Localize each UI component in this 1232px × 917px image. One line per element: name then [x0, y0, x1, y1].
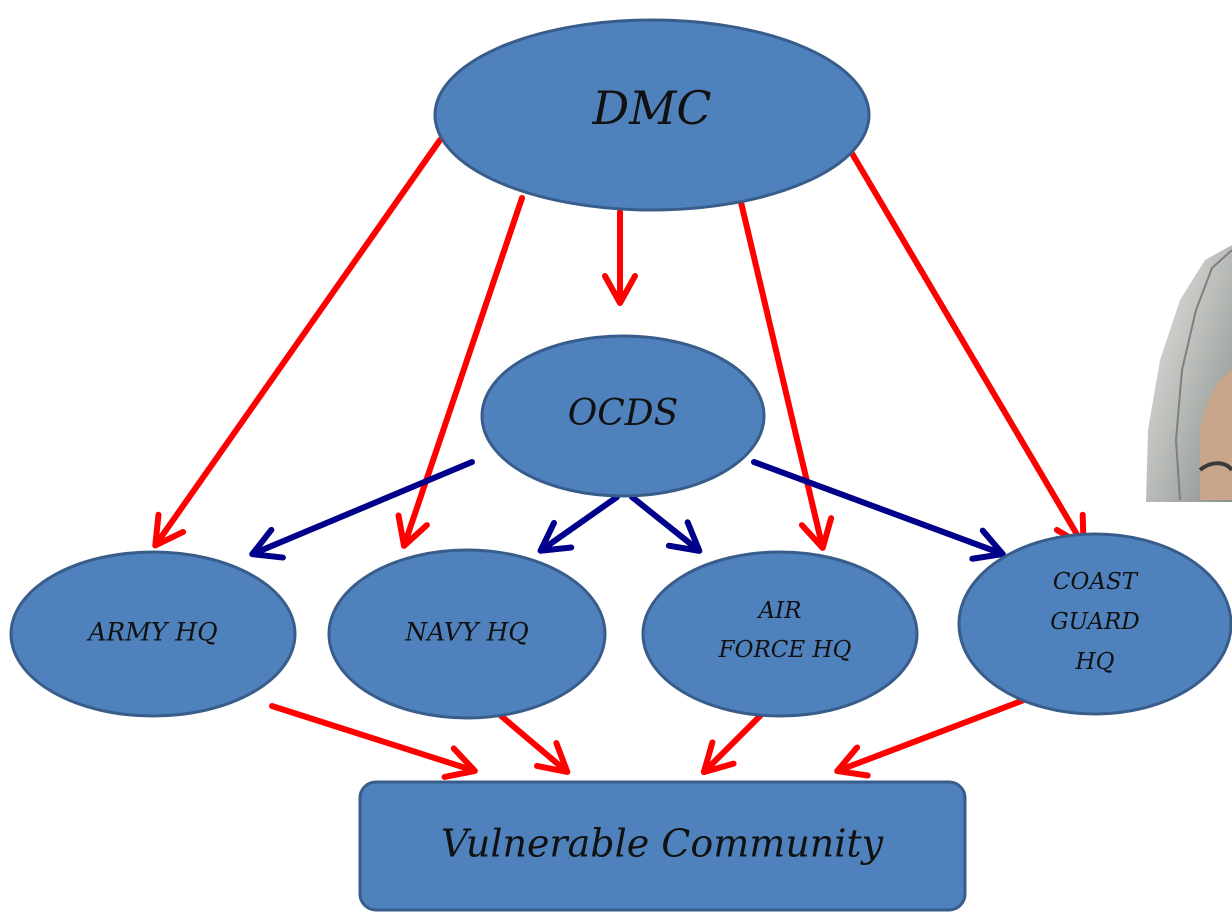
- node-vulnerable-community: Vulnerable Community: [358, 780, 967, 912]
- arrow-airforce-to-community: [700, 711, 765, 776]
- arrow-dmc-to-navy: [395, 195, 525, 549]
- node-airforce-label-line1: AIR: [756, 598, 801, 624]
- node-coast-guard-hq: COAST GUARD HQ: [957, 532, 1232, 716]
- node-community-label: Vulnerable Community: [441, 822, 884, 866]
- node-coastguard-label-line3: HQ: [1075, 649, 1115, 675]
- arrow-ocds-to-army: [249, 459, 475, 561]
- node-ocds-label: OCDS: [568, 393, 679, 434]
- arrow-ocds-to-coastguard: [751, 459, 1006, 562]
- cropped-photo: [1146, 245, 1232, 502]
- node-navy-label: NAVY HQ: [404, 618, 529, 647]
- arrow-dmc-to-coastguard: [847, 147, 1087, 549]
- arrow-army-to-community: [269, 703, 478, 780]
- node-navy-hq: NAVY HQ: [327, 548, 607, 720]
- node-airforce-label-line2: FORCE HQ: [718, 637, 852, 663]
- arrow-coastguard-to-community: [834, 697, 1027, 779]
- arrow-dmc-to-airforce: [737, 195, 835, 551]
- arrow-navy-to-community: [497, 712, 571, 775]
- node-ocds: OCDS: [480, 334, 766, 498]
- node-army-hq: ARMY HQ: [9, 550, 297, 718]
- node-dmc: DMC: [433, 18, 871, 212]
- node-coastguard-label-line2: GUARD: [1050, 609, 1139, 635]
- node-army-label: ARMY HQ: [86, 618, 217, 647]
- node-dmc-label: DMC: [591, 81, 711, 135]
- arrow-ocds-to-navy: [537, 494, 620, 554]
- arrow-ocds-to-airforce: [629, 494, 703, 554]
- arrow-dmc-to-army: [152, 137, 443, 549]
- node-air-force-hq: AIR FORCE HQ: [641, 550, 919, 718]
- node-coastguard-label-line1: COAST: [1053, 569, 1139, 595]
